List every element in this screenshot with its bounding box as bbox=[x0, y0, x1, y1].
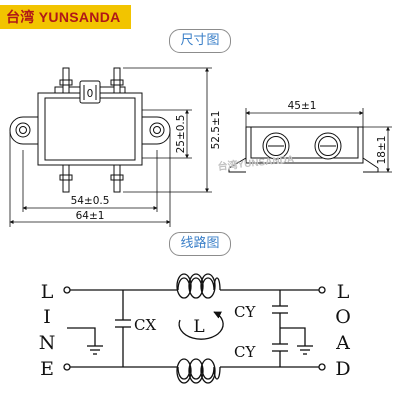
dimensions-title-text: 尺寸图 bbox=[180, 33, 220, 48]
line-ground bbox=[67, 327, 103, 355]
line-terminal-top bbox=[63, 286, 71, 294]
side-terminal-right bbox=[314, 132, 342, 160]
height-outer-dim: 52.5±1 bbox=[210, 111, 222, 150]
wiring-section-title: 线路图 bbox=[169, 232, 231, 256]
side-height-dim: 18±1 bbox=[376, 136, 388, 165]
load-letter-1: L bbox=[337, 281, 350, 303]
choke-top-coil bbox=[176, 273, 221, 299]
choke-bottom-coil bbox=[176, 358, 221, 384]
width-outer-dim: 64±1 bbox=[76, 210, 105, 222]
height-inner-dim: 25±0.5 bbox=[175, 115, 187, 154]
dimensions-section-title: 尺寸图 bbox=[169, 29, 231, 53]
cy-capacitor-bottom bbox=[272, 343, 288, 367]
terminal-block bbox=[79, 80, 101, 104]
line-letter-1: L bbox=[41, 281, 54, 303]
line-letter-3: N bbox=[39, 332, 56, 354]
bottom-pins bbox=[59, 164, 124, 193]
side-view-drawing bbox=[228, 126, 379, 173]
cy-top-label: CY bbox=[234, 303, 256, 321]
line-letter-4: E bbox=[40, 358, 54, 380]
front-dimension-lines bbox=[9, 67, 212, 227]
load-letter-3: A bbox=[335, 332, 350, 354]
inductor-label: L bbox=[193, 317, 204, 337]
load-letter-4: D bbox=[335, 358, 350, 380]
load-letter-2: O bbox=[335, 306, 351, 328]
wiring-title-text: 线路图 bbox=[180, 236, 220, 251]
load-terminal-bottom bbox=[318, 363, 326, 371]
schematic bbox=[63, 273, 326, 384]
line-terminal-bottom bbox=[63, 363, 71, 371]
side-terminal-left bbox=[262, 132, 290, 160]
brand-text: 台湾 YUNSANDA bbox=[6, 9, 121, 25]
line-letter-2: I bbox=[43, 306, 51, 328]
load-terminal-top bbox=[318, 286, 326, 294]
width-inner-dim: 54±0.5 bbox=[71, 195, 110, 207]
brand-tag: 台湾 YUNSANDA bbox=[0, 5, 131, 29]
side-dimension-lines bbox=[245, 108, 392, 173]
cy-capacitor-top bbox=[272, 290, 288, 344]
load-ground bbox=[280, 327, 313, 355]
side-width-dim: 45±1 bbox=[288, 100, 317, 112]
front-view-drawing bbox=[9, 67, 171, 193]
top-pins bbox=[59, 67, 124, 94]
cx-capacitor bbox=[115, 290, 131, 367]
terminal-label: 0 bbox=[87, 88, 94, 100]
cy-bottom-label: CY bbox=[234, 343, 256, 361]
cx-label: CX bbox=[134, 316, 156, 334]
choke-flux-arrow bbox=[178, 311, 224, 340]
